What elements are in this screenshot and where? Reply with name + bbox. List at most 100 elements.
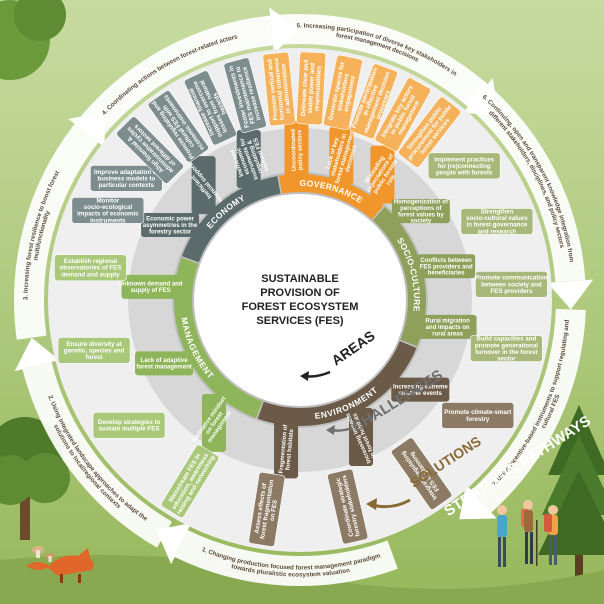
pathway-arrow-band [275, 13, 488, 107]
solution-box-bg [161, 444, 219, 518]
center-title-line4: SERVICES (FES) [256, 315, 344, 327]
center-title: SUSTAINABLE PROVISION OF FOREST ECOSYSTE… [242, 273, 359, 327]
challenge-text: Economic power [146, 217, 195, 223]
area-band-economy [181, 176, 281, 263]
challenge-text: beneficiaries [428, 271, 465, 277]
challenge-text: forest management [136, 365, 191, 371]
solution-box-bg [349, 63, 398, 139]
challenge-text: supply of FES [131, 288, 171, 294]
challenge-box-bg [236, 130, 261, 189]
center-title-line1: SUSTAINABLE [261, 273, 338, 285]
solution-text: forestry [466, 416, 490, 423]
solution-text: FES providers [490, 288, 533, 295]
challenge-text: perceptions of [400, 206, 442, 212]
area-band-environment [257, 341, 417, 427]
solution-text: demand and supply [61, 271, 120, 278]
solution-text: turnover in the forest [475, 349, 537, 356]
challenge-text: Unknown demand and [119, 282, 183, 288]
challenge-text: forest values by [398, 212, 444, 218]
challenge-box-bg [418, 314, 477, 339]
solution-box-bg [54, 254, 127, 282]
center-disc [194, 194, 406, 406]
solution-text: Build capacities and [476, 336, 536, 343]
solution-text: observatories of FES [60, 265, 122, 272]
pathway-arrow-band [14, 123, 99, 340]
solution-text: Improve adaptation of [94, 169, 160, 176]
pathway-arrow-band [174, 530, 398, 586]
solution-box-bg [374, 77, 431, 152]
solution-text: impacts of economic [77, 211, 139, 218]
challenge-text: Fragmentation of [279, 423, 290, 473]
challenge-box-bg [274, 420, 299, 479]
fox-icon [26, 548, 94, 583]
solution-box-bg [475, 270, 548, 298]
solution-text: Monitor [97, 198, 120, 205]
solution-text: Implement practices [434, 156, 494, 163]
solution-text: Strengthen [481, 209, 514, 216]
area-band-socio [372, 206, 427, 347]
solution-text: and research [478, 228, 517, 235]
solution-text: Establish regional [64, 258, 118, 265]
challenge-text: policy sectors [297, 129, 304, 170]
solution-text: between society and [481, 281, 542, 288]
pathway-arrow-band [464, 80, 586, 283]
solution-text: instruments [90, 217, 126, 224]
solution-box-bg [470, 335, 543, 362]
pathway-arrow-head-icon [14, 337, 60, 372]
challenge-box-bg [391, 199, 450, 224]
solution-text: sustain multiple FES [99, 426, 160, 433]
challenge-text: society [410, 219, 431, 225]
challenge-box-bg [141, 213, 200, 237]
challenge-text: Lack of adaptive [141, 358, 189, 364]
challenge-box-bg [121, 274, 180, 299]
solution-box-bg [57, 337, 131, 364]
solution-box-bg [184, 70, 237, 146]
solution-text: sector [497, 355, 516, 362]
challenge-box-bg [391, 377, 450, 402]
challenge-box-bg [191, 156, 216, 215]
solution-box-bg [323, 54, 363, 131]
challenge-text: weather events [398, 391, 443, 397]
solution-box-bg [116, 116, 184, 184]
area-band-management [173, 257, 263, 419]
solution-text: genetic, species and [64, 347, 125, 354]
area-band-governance [278, 174, 384, 220]
solution-box-bg [248, 471, 286, 547]
solution-text: socio-cultural values [466, 215, 528, 222]
solution-box: Generate spaces forstakeholdersengagemen… [323, 54, 363, 131]
solution-text: particular contexts [99, 182, 155, 189]
solution-text: stable power and [307, 63, 317, 114]
tree-top-left-icon [0, 0, 66, 80]
challenge-text: Homogenization of [394, 200, 449, 206]
solution-box-bg [391, 437, 453, 510]
challenge-text: asymmetries in the [143, 223, 198, 229]
solution-text: forest [85, 354, 102, 361]
challenge-text: forestry sector [149, 229, 192, 235]
solution-text: in forest governance [466, 222, 527, 229]
solution-box-bg [262, 51, 296, 127]
